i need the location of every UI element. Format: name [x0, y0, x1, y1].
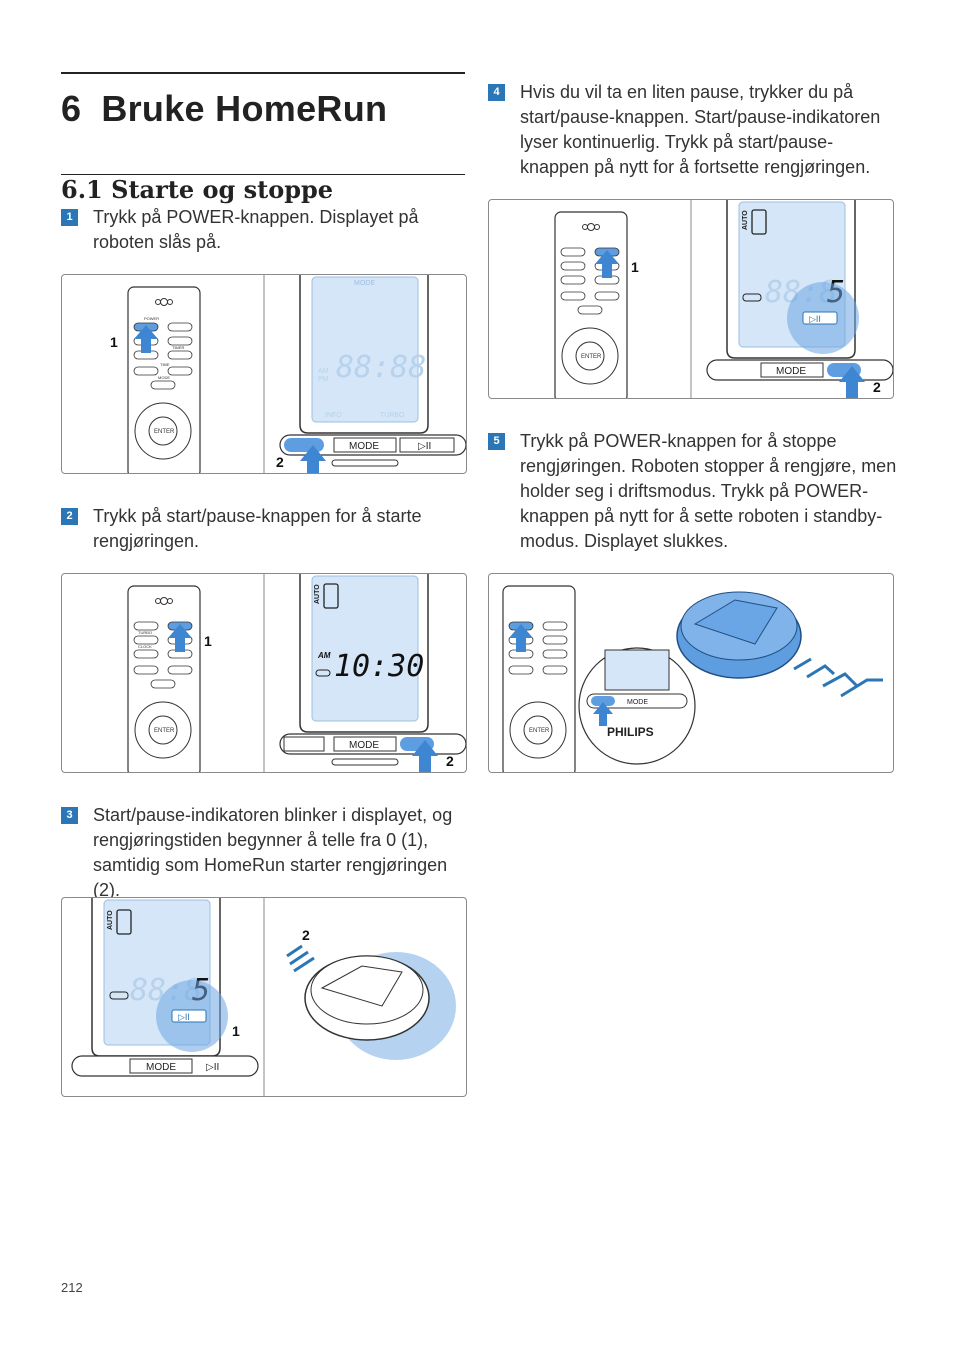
step-1: 1 Trykk på POWER-knappen. Displayet på r… — [61, 205, 465, 255]
display-turbo-label: TURBO — [380, 412, 405, 419]
figure-step-5: ENTER MODE PHILIPS — [488, 573, 894, 773]
remote-control: POWER TIMER TIME MODE ENTER — [127, 286, 201, 473]
remote-control: ENTER — [502, 585, 576, 772]
step-badge: 4 — [488, 84, 505, 101]
bar-mode-label: MODE — [349, 740, 379, 751]
section-number: 6.1 — [61, 175, 103, 204]
callout-2: 2 — [446, 753, 454, 769]
remote-control: TURBO CLOCK ENTER — [127, 585, 201, 772]
figure-step-1: POWER TIMER TIME MODE ENTER 1 MODE AM PM… — [61, 274, 467, 474]
section-title: 6.1 Starte og stoppe — [61, 175, 333, 204]
step-4: 4 Hvis du vil ta en liten pause, trykker… — [488, 80, 892, 180]
step-badge: 3 — [61, 807, 78, 824]
remote-control: ENTER — [554, 211, 628, 398]
press-arrow-icon — [412, 740, 438, 772]
remote-clock-label: CLOCK — [138, 644, 152, 649]
callout-1: 1 — [204, 633, 212, 649]
section-top-rule — [61, 174, 465, 175]
display-auto-label: AUTO — [314, 584, 321, 604]
brand-logo: PHILIPS — [607, 725, 654, 739]
step-text: Hvis du vil ta en liten pause, trykker d… — [520, 82, 881, 177]
step-badge: 1 — [61, 209, 78, 226]
callout-2: 2 — [276, 454, 284, 470]
chapter-title: 6 Bruke HomeRun — [61, 88, 387, 130]
robot-display: AUTO 88:8 5 ▷II — [726, 200, 859, 359]
remote-enter-label: ENTER — [581, 354, 602, 360]
figure-step-4: ENTER 1 AUTO 88:8 5 ▷II MODE 2 — [488, 199, 894, 399]
step-3: 3 Start/pause-indikatoren blinker i disp… — [61, 803, 473, 903]
robot-display: MODE AM PM 88:88 INFO TURBO — [299, 275, 429, 434]
callout-1: 1 — [232, 1023, 240, 1039]
page-number: 212 — [61, 1280, 83, 1295]
display-playpause: ▷II — [809, 314, 821, 324]
display-info-label: INFO — [325, 412, 342, 419]
display-auto-label: AUTO — [742, 210, 749, 230]
bar-playpause-label: ▷II — [418, 441, 431, 452]
remote-power-label: POWER — [144, 316, 159, 321]
remote-mode-label: MODE — [158, 375, 170, 380]
bar-mode-label: MODE — [146, 1062, 176, 1073]
remote-turbo-label: TURBO — [138, 630, 152, 635]
remote-enter-label: ENTER — [154, 429, 175, 435]
bar-mode-label: MODE — [349, 441, 379, 452]
chapter-number: 6 — [61, 88, 82, 129]
press-arrow-icon — [593, 702, 613, 726]
chapter-top-rule — [61, 72, 465, 74]
display-zoom: MODE PHILIPS — [578, 647, 696, 765]
step-text: Start/pause-indikatoren blinker i displa… — [93, 805, 453, 900]
remote-time-label: TIME — [160, 362, 170, 367]
press-arrow-icon — [839, 366, 865, 398]
display-am-label: AM — [318, 368, 329, 375]
press-arrow-icon — [595, 250, 619, 278]
zoom-mode-label: MODE — [627, 699, 648, 706]
figure-step-2: TURBO CLOCK ENTER 1 AUTO AM 10:30 MODE — [61, 573, 467, 773]
callout-2: 2 — [873, 379, 881, 395]
step-text: Trykk på start/pause-knappen for å start… — [93, 506, 422, 551]
step-text: Trykk på POWER-knappen. Displayet på rob… — [93, 207, 419, 252]
callout-2: 2 — [302, 927, 310, 943]
display-time: 10:30 — [334, 649, 424, 684]
display-mode-label: MODE — [354, 280, 375, 287]
step-text: Trykk på POWER-knappen for å stoppe reng… — [520, 431, 897, 551]
step-5: 5 Trykk på POWER-knappen for å stoppe re… — [488, 429, 900, 554]
step-badge: 5 — [488, 433, 505, 450]
display-pm-label: PM — [318, 376, 329, 383]
press-arrow-icon — [134, 325, 158, 353]
robot-vacuum — [676, 591, 802, 679]
step-2: 2 Trykk på start/pause-knappen for å sta… — [61, 504, 465, 554]
robot-vacuum — [304, 952, 456, 1060]
remote-enter-label: ENTER — [529, 728, 550, 734]
display-time: 88:88 — [336, 350, 426, 385]
callout-1: 1 — [110, 334, 118, 350]
bar-playpause-label: ▷II — [206, 1062, 219, 1073]
display-am-label: AM — [317, 651, 331, 660]
display-playpause: ▷II — [178, 1012, 190, 1022]
callout-1: 1 — [631, 259, 639, 275]
press-arrow-icon — [300, 445, 326, 473]
remote-enter-label: ENTER — [154, 728, 175, 734]
chapter-title-text: Bruke HomeRun — [101, 88, 388, 129]
press-arrow-icon — [168, 624, 192, 652]
step-badge: 2 — [61, 508, 78, 525]
robot-display: AUTO 88:8 5 ▷II — [91, 898, 228, 1057]
bar-mode-label: MODE — [776, 366, 806, 377]
section-title-text: Starte og stoppe — [111, 175, 334, 204]
figure-step-3: AUTO 88:8 5 ▷II MODE ▷II 1 2 — [61, 897, 467, 1097]
remote-timer-label: TIMER — [172, 345, 185, 350]
display-auto-label: AUTO — [107, 910, 114, 930]
robot-display: AUTO AM 10:30 — [299, 574, 429, 733]
press-arrow-icon — [509, 624, 533, 652]
